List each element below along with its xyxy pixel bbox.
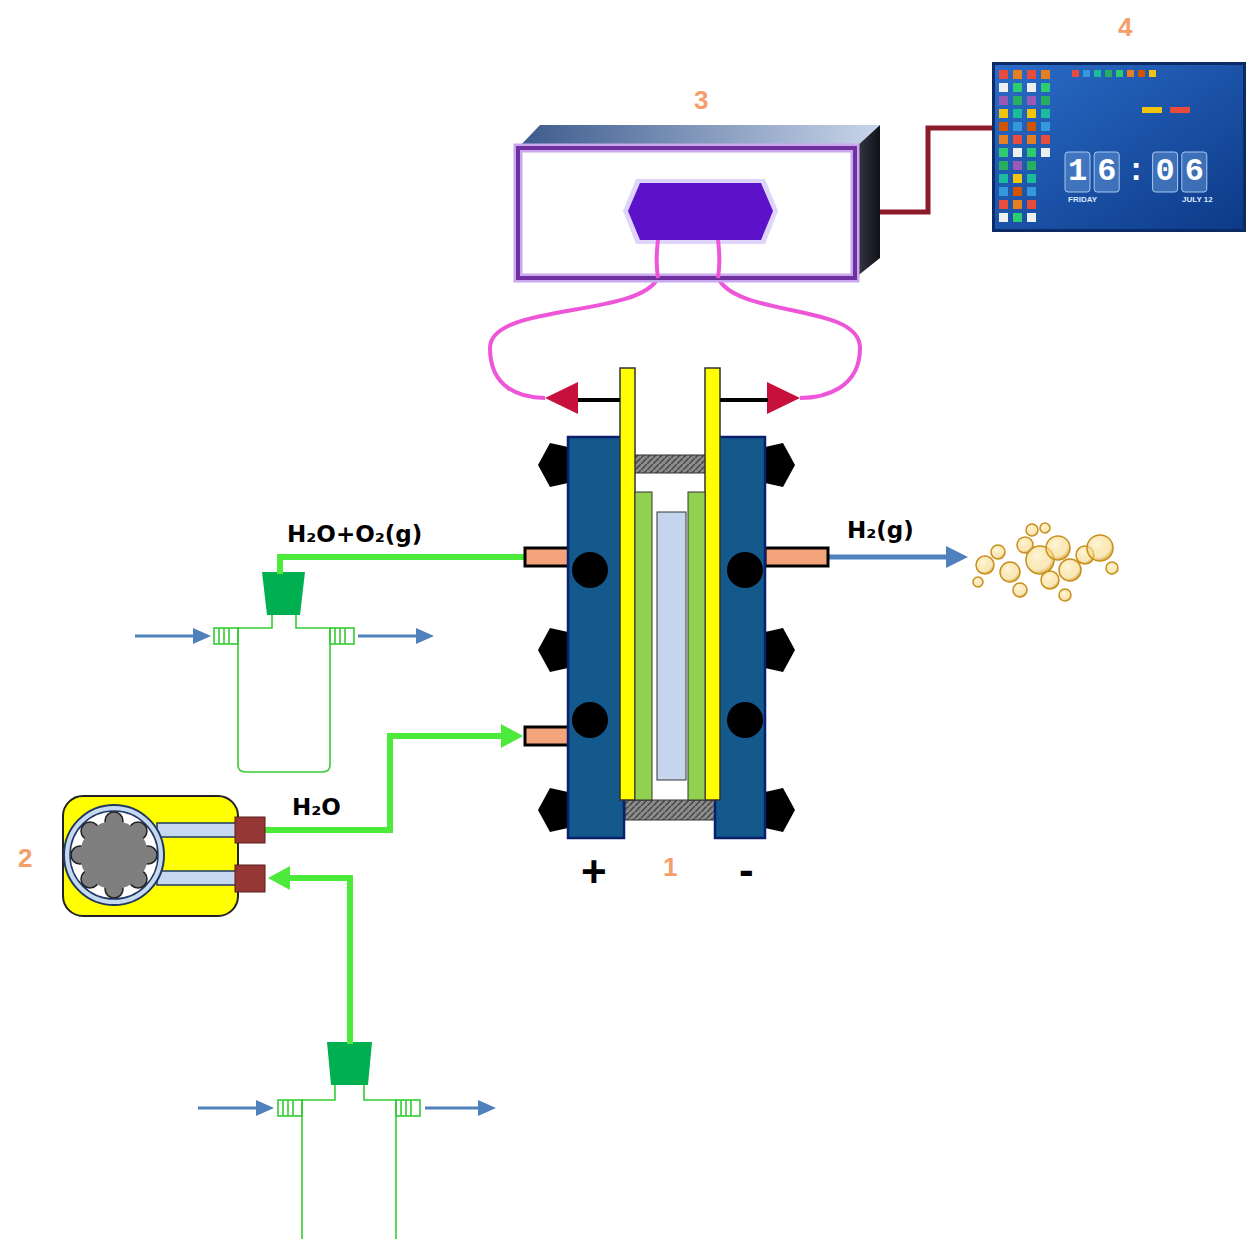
- electrolysis-cell-drawing: [545, 398, 800, 898]
- outlet-tube: [280, 557, 525, 574]
- power-wire: [718, 278, 860, 398]
- data-cable: [880, 128, 992, 212]
- clock-time: 16:06: [1068, 156, 1214, 188]
- clock-date: JULY 12: [1182, 196, 1213, 204]
- arrowhead: [767, 382, 800, 414]
- computer-monitor: 416:06FRIDAYJULY 12: [992, 62, 1246, 232]
- peristaltic-pump: 2: [62, 795, 265, 917]
- hydrogen-bubbles: [973, 523, 1118, 601]
- bottle-stopper: [262, 572, 305, 615]
- callout-number: 3: [694, 87, 708, 113]
- flow-label: H₂O: [290, 795, 343, 820]
- feed-tube: [268, 866, 350, 1044]
- arrowhead: [501, 724, 523, 748]
- reservoir-bottle: [278, 1085, 420, 1239]
- flow-label: H₂(g): [845, 518, 916, 543]
- clock-day: FRIDAY: [1068, 196, 1097, 204]
- polarity-sign: +: [581, 850, 607, 894]
- callout-number: 4: [1118, 14, 1132, 40]
- electrolysis-cell: +1 -: [545, 398, 800, 898]
- computer-monitor-drawing: [992, 62, 1246, 232]
- connector: [880, 128, 992, 212]
- arrowhead: [545, 382, 578, 414]
- callout-number: 2: [18, 845, 32, 871]
- callout-number: 1: [663, 854, 677, 880]
- hydrogen-arrow: [828, 546, 968, 568]
- flow-label: H₂O+O₂(g): [285, 522, 424, 547]
- outlet-bottle: [214, 615, 354, 772]
- connector: [265, 724, 523, 830]
- bottle-stopper: [327, 1042, 372, 1085]
- power-supply: 3: [518, 125, 880, 278]
- polarity-sign: -: [739, 848, 754, 892]
- power-supply-drawing: [518, 125, 880, 278]
- gas-flow-arrows: [198, 1100, 496, 1116]
- feed-tube: [265, 736, 503, 830]
- connector: [718, 278, 860, 414]
- peristaltic-pump-drawing: [62, 795, 265, 917]
- gas-flow-arrows: [135, 628, 434, 644]
